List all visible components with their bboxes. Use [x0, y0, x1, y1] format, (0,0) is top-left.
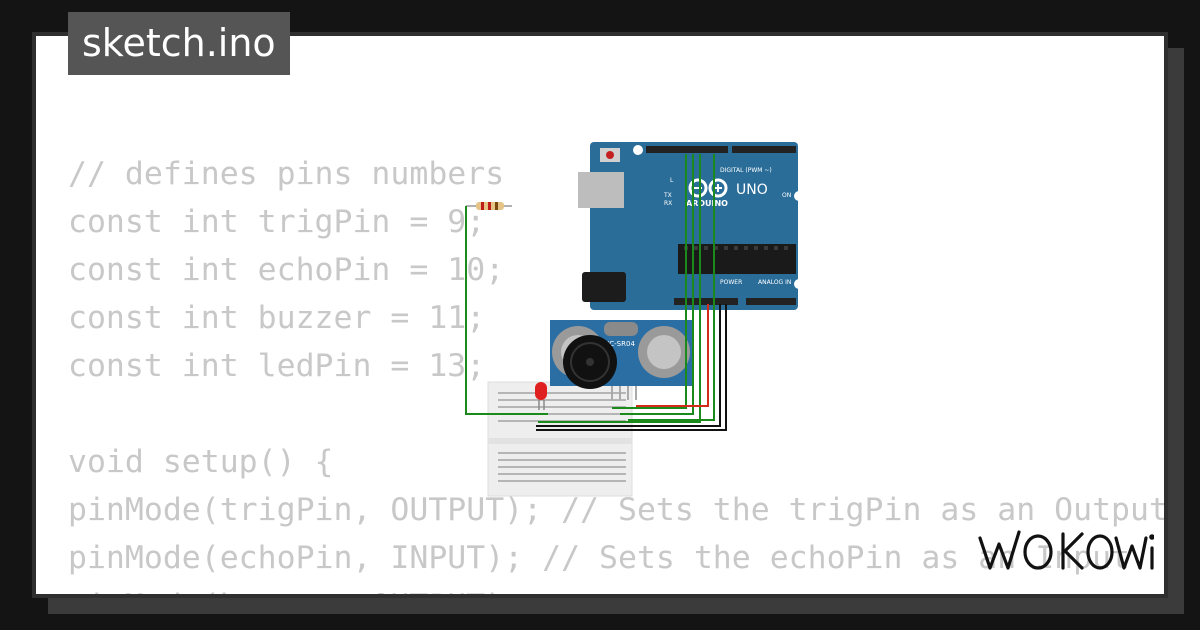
code-line: pinMode(echoPin, INPUT); // Sets the ech…	[68, 540, 1131, 576]
tx-led-label: TX	[663, 192, 672, 199]
code-line: // defines pins numbers	[68, 156, 505, 192]
arduino-logo-icon	[688, 178, 708, 198]
usb-port	[578, 172, 624, 208]
code-line: pinMode(trigPin, OUTPUT); // Sets the tr…	[68, 492, 1168, 528]
piezo-buzzer	[563, 335, 617, 389]
code-line: const int buzzer = 11;	[68, 300, 486, 336]
preview-card: // defines pins numbers const int trigPin…	[32, 32, 1168, 598]
arduino-model-label: UNO	[736, 182, 768, 198]
wires	[465, 154, 727, 431]
power-pins-label: POWER	[720, 279, 742, 286]
breadboard	[487, 381, 633, 497]
code-snippet: // defines pins numbers const int trigPin…	[68, 150, 1168, 594]
code-line: void setup() {	[68, 444, 334, 480]
red-led	[535, 382, 547, 410]
sketch-title: sketch.ino	[68, 12, 290, 75]
rx-led-label: RX	[664, 200, 672, 207]
sensor-label: HC-SR04	[604, 340, 635, 348]
header-power	[674, 298, 738, 305]
resistor	[466, 202, 512, 210]
code-line: const int echoPin = 10;	[68, 252, 505, 288]
header-top-right	[732, 146, 796, 153]
power-jack	[582, 272, 626, 302]
reset-button	[606, 151, 614, 159]
l-led-label: L	[670, 177, 674, 184]
arduino-uno-board: UNO ARDUINO DIGITAL (PWM ~) POWER ANALOG…	[578, 142, 804, 310]
code-line: const int ledPin = 13;	[68, 348, 486, 384]
on-led-label: ON	[782, 192, 791, 199]
header-top-left	[646, 146, 728, 153]
arduino-brand-label: ARDUINO	[686, 199, 728, 208]
digital-pins-label: DIGITAL (PWM ~)	[720, 167, 772, 174]
header-analog	[746, 298, 796, 305]
wokwi-logo	[978, 530, 1154, 570]
analog-pins-label: ANALOG IN	[758, 279, 791, 286]
code-line: pinMode(buzzer, OUTPUT);	[68, 582, 1164, 594]
circuit-diagram: UNO ARDUINO DIGITAL (PWM ~) POWER ANALOG…	[465, 142, 804, 497]
code-line: const int trigPin = 9;	[68, 204, 486, 240]
